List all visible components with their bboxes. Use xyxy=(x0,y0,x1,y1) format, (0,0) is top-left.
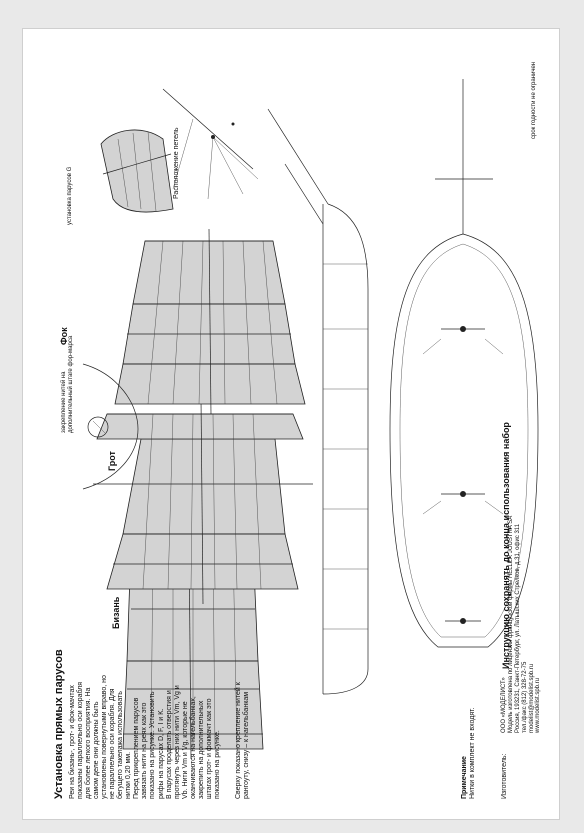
body-line: нитки 0,20 мм. xyxy=(125,751,133,799)
body-line: самом деле они должны быть xyxy=(93,701,101,799)
body-line: Реи на бизань-, грот- и фок-мачтах xyxy=(69,685,76,799)
body-line: показаны параллельно оси корабля xyxy=(77,681,85,799)
fore-detail-line: дополнительный штаге фор-марса xyxy=(67,335,74,433)
deck-plan-drawing xyxy=(389,79,539,648)
body-line: протянуть через них нити Vm, Vg и xyxy=(173,685,181,799)
fore-detail-line: закрепление нитей на xyxy=(61,371,67,434)
manufacturer-line: ООО «МОДЕЛИСТ» xyxy=(501,677,507,733)
loops-label: Расположение петель xyxy=(173,127,180,200)
body-line: показано на рисунке. xyxy=(213,730,221,799)
manufacturer-line: Россия, 193231, Санкт-Петербург, ул. Лат… xyxy=(514,523,521,733)
body-line: закрепить на дополнительных xyxy=(197,700,205,799)
body-line: Перед прикреплением парусов xyxy=(133,697,141,799)
body-line: Vb. Нити Vm и Vg, которые не xyxy=(181,701,189,799)
body-line: завязать нити на реях как это xyxy=(141,702,149,799)
fore-detail-caption: закрепление нитей на дополнительный штаг… xyxy=(61,336,75,433)
body-line: показано на рисунке. Установить xyxy=(149,691,157,799)
sail-g-label: установка парусов G xyxy=(67,166,73,225)
manufacturer-line: modelist@modelist.spb.ru xyxy=(528,663,535,733)
body-line: оканчиваются на нагельбанках, xyxy=(189,696,197,799)
caption-line: рангоуту, снизу – к нагельбанкам xyxy=(243,691,251,799)
note-text: Нитки в комплект не входят. xyxy=(469,707,477,800)
caption-line: Сверху показано крепление нитей к xyxy=(235,682,242,799)
instruction-sheet: Установка прямых парусов Реи на бизань-,… xyxy=(22,28,560,820)
fore-sails-drawing xyxy=(114,228,306,415)
rigging-detail-drawing xyxy=(162,88,259,200)
body-line: В парусах проделать отверстия и xyxy=(165,690,173,799)
body-line: бегущего такелажа использовать xyxy=(117,691,125,799)
ship-rigging-drawing xyxy=(82,79,539,760)
manufacturer-line: www.modelist.spb.ru xyxy=(535,677,542,733)
note-title: Примечание xyxy=(461,756,468,799)
sail-g-detail-drawing xyxy=(100,129,174,213)
body-line: штагах грот- и фокмачт как это xyxy=(205,698,213,799)
page-title: Установка прямых парусов xyxy=(53,649,65,799)
mast-label-main: Грот xyxy=(107,451,117,471)
validity-label: срок годности не ограничен xyxy=(531,61,537,139)
manufacturer-block: ООО «МОДЕЛИСТ» Модель изготовлена по лиц… xyxy=(501,516,542,733)
mast-label-mizzen: Бизань xyxy=(111,596,121,629)
manufacturer-label: Изготовитель: xyxy=(501,753,508,800)
body-line: для более легкого восприятия. На xyxy=(85,687,93,799)
hull-profile-drawing xyxy=(267,108,369,695)
caption-block: Сверху показано крепление нитей к рангоу… xyxy=(235,682,251,799)
manufacturer-line: Модель изготовлена по лицензии французск… xyxy=(507,515,514,733)
body-text-block: Реи на бизань-, грот- и фок-мачтах показ… xyxy=(69,675,222,799)
note-block: Примечание Нитки в комплект не входят. xyxy=(461,708,477,800)
main-sails-drawing xyxy=(93,398,313,605)
fore-stay-detail-drawing xyxy=(82,363,139,490)
body-line: рифы на парусах D, F, I и K. xyxy=(157,708,165,799)
manufacturer-line: тел./факс (812) 328-72-75 xyxy=(521,661,528,733)
